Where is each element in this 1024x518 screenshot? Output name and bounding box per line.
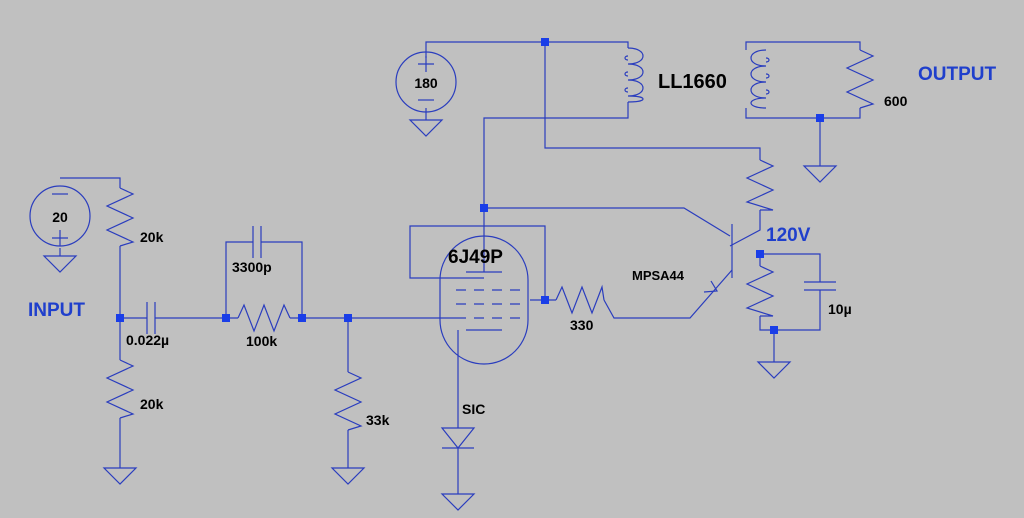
capacitor-emitter[interactable]: 10µ xyxy=(804,281,852,317)
capacitor-shunt-label: 3300p xyxy=(232,259,272,275)
diode[interactable]: SIC xyxy=(440,401,485,449)
resistor-bias-bottom[interactable]: 20k xyxy=(105,359,164,419)
resistor-emitter[interactable] xyxy=(745,265,775,317)
ground-symbol xyxy=(42,255,78,273)
resistor-load[interactable]: 600 xyxy=(845,49,908,109)
node-120v-label: 120V xyxy=(766,225,811,246)
capacitor-input[interactable]: 0.022µ xyxy=(126,302,169,348)
resistor-base-label: 330 xyxy=(570,317,594,333)
transformer-secondary[interactable] xyxy=(750,49,770,109)
capacitor-input-label: 0.022µ xyxy=(126,332,169,348)
resistor-bias-top-label: 20k xyxy=(140,229,164,245)
ground-symbol xyxy=(330,467,366,485)
resistor-series-label: 100k xyxy=(246,333,277,349)
ground-symbol xyxy=(408,119,444,137)
output-net-label: OUTPUT xyxy=(918,64,997,85)
ground-symbol xyxy=(756,361,792,379)
capacitor-emitter-label: 10µ xyxy=(828,301,852,317)
resistor-bias-bottom-label: 20k xyxy=(140,396,164,412)
input-net-label: INPUT xyxy=(28,300,85,321)
hv-supply-value: 180 xyxy=(414,75,438,91)
resistor-base[interactable]: 330 xyxy=(555,284,605,333)
bias-voltage-source[interactable]: 20 xyxy=(29,185,91,247)
transistor[interactable]: MPSA44 xyxy=(632,224,733,293)
junction-dots xyxy=(116,38,824,334)
resistor-grid[interactable]: 33k xyxy=(333,371,390,431)
resistor-bias-top[interactable]: 20k xyxy=(105,187,164,247)
resistor-grid-label: 33k xyxy=(366,412,390,428)
tube-label: 6J49P xyxy=(448,247,503,268)
bias-supply-value: 20 xyxy=(52,209,68,225)
resistor-series[interactable]: 100k xyxy=(237,303,291,349)
ground-symbol xyxy=(802,165,838,183)
hv-voltage-source[interactable]: 180 xyxy=(395,51,457,113)
ground-symbol xyxy=(102,467,138,485)
ground-symbol xyxy=(440,493,476,511)
transformer-label: LL1660 xyxy=(658,71,727,93)
wires xyxy=(59,41,861,494)
resistor-load-label: 600 xyxy=(884,93,908,109)
diode-label: SIC xyxy=(462,401,485,417)
transistor-label: MPSA44 xyxy=(632,268,685,283)
resistor-collector[interactable] xyxy=(745,159,775,211)
vacuum-tube[interactable]: 6J49P xyxy=(439,235,529,365)
capacitor-shunt[interactable]: 3300p xyxy=(232,226,272,275)
transformer-primary[interactable]: LL1660 xyxy=(624,47,727,103)
